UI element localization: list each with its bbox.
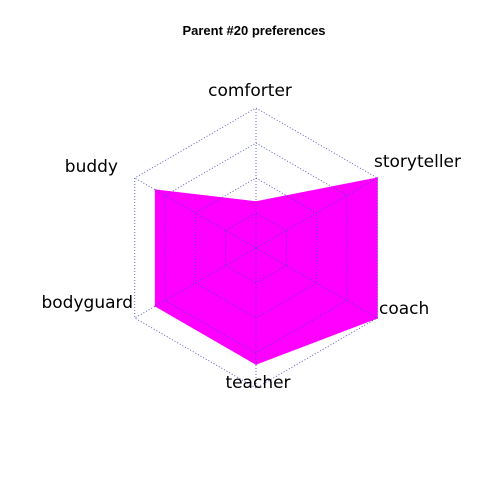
- axis-label-coach: coach: [379, 299, 429, 319]
- radar-grid: [134, 107, 378, 389]
- grid-ring: [134, 107, 378, 389]
- chart-title: Parent #20 preferences: [182, 23, 325, 38]
- axis-label-comforter: comforter: [208, 81, 292, 101]
- data-point-storyteller: [376, 177, 379, 179]
- radar-series: [154, 177, 379, 366]
- axis-label-buddy: buddy: [65, 157, 118, 177]
- axis-label-storyteller: storyteller: [374, 152, 461, 172]
- grid-spoke-coach: [255, 247, 378, 319]
- data-point-buddy: [154, 189, 157, 191]
- grid-ring: [225, 212, 287, 284]
- grid-spoke-buddy: [134, 177, 257, 249]
- axis-label-teacher: teacher: [225, 373, 290, 393]
- axis-labels: comforter storyteller coach teacher body…: [41, 81, 461, 393]
- series-polygon: [154, 177, 378, 365]
- data-point-bodyguard: [154, 305, 157, 307]
- data-point-teacher: [255, 363, 257, 366]
- grid-spoke-storyteller: [255, 177, 378, 249]
- axis-label-bodyguard: bodyguard: [41, 293, 133, 313]
- grid-spoke-bodyguard: [134, 247, 257, 319]
